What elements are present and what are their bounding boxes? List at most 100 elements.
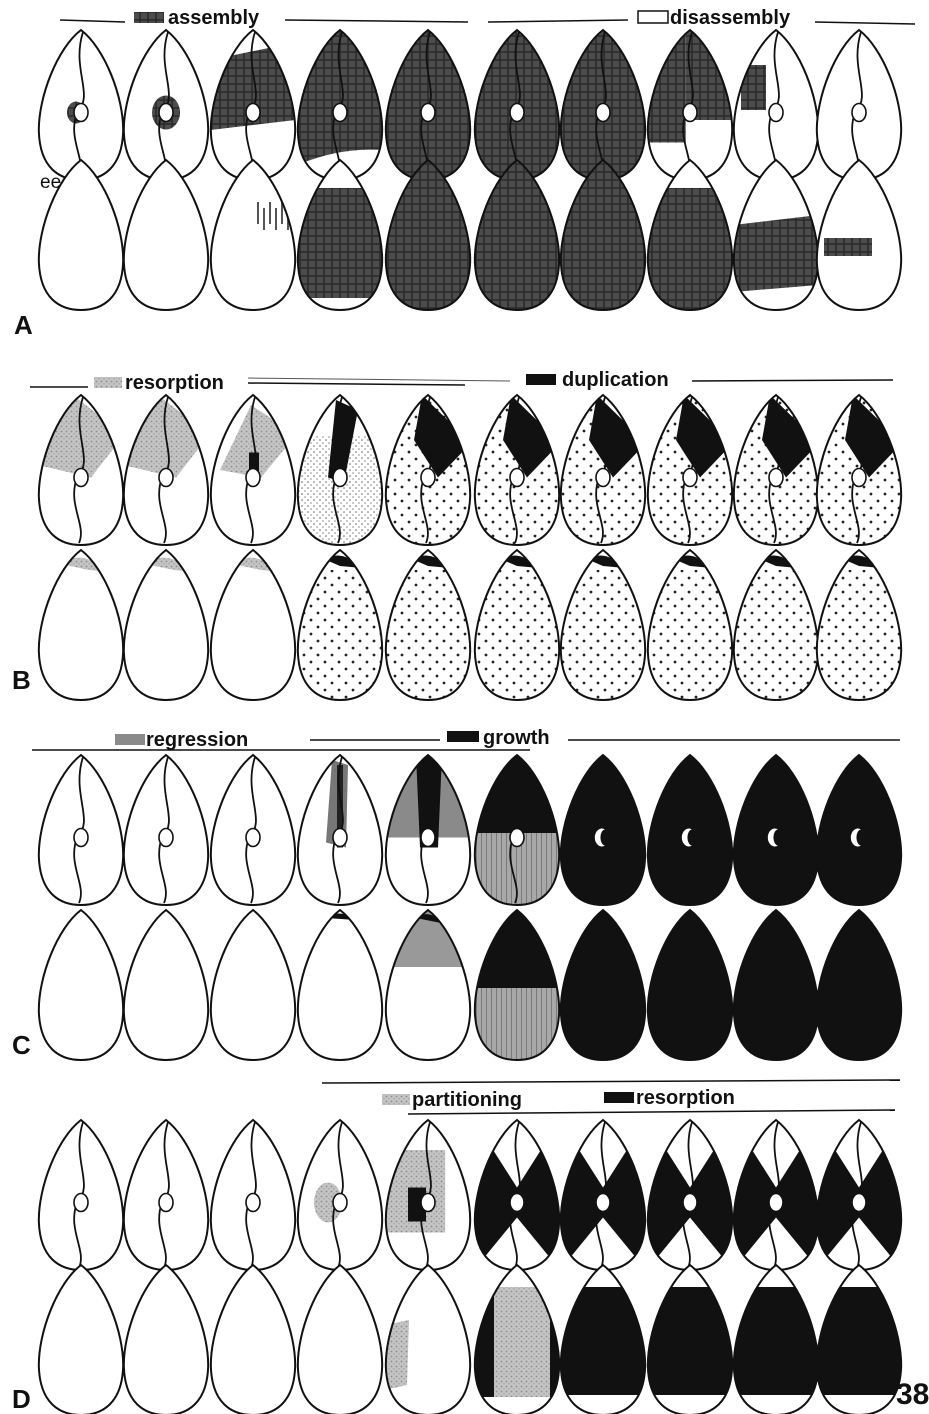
egg-cell — [38, 395, 124, 545]
egg-cell — [647, 1265, 733, 1414]
egg-cell — [211, 395, 296, 545]
panel-A-header: assembly disassembly — [60, 7, 915, 29]
egg-cell — [816, 395, 902, 545]
egg-cell — [733, 160, 819, 310]
egg-cell — [817, 160, 901, 310]
egg-cell — [385, 395, 471, 545]
egg-cell — [211, 1265, 295, 1414]
egg-cell — [816, 910, 902, 1060]
egg-cell — [385, 755, 471, 905]
egg-cell — [474, 160, 560, 310]
egg-cell — [474, 395, 560, 545]
egg-cell — [734, 30, 818, 180]
egg-cell — [211, 550, 295, 700]
egg-cell — [474, 1120, 560, 1270]
egg-cell — [560, 910, 646, 1060]
egg-cell — [123, 395, 209, 545]
egg-cell — [816, 550, 902, 720]
egg-cell — [39, 755, 123, 905]
egg-cell — [474, 550, 560, 720]
egg-cell — [39, 910, 123, 1060]
phase-label-regression: regression — [146, 729, 248, 751]
panel-letter-A: A — [14, 310, 33, 340]
cell-grid — [38, 30, 902, 1414]
egg-cell — [560, 550, 646, 720]
egg-cell — [39, 1120, 123, 1270]
regression-key-swatch — [115, 734, 145, 745]
disassembly-key-swatch — [638, 11, 668, 23]
egg-cell — [816, 1265, 902, 1414]
growth-key-swatch — [447, 731, 479, 742]
egg-cell — [647, 1120, 733, 1270]
egg-cell — [733, 755, 819, 905]
phase-label-duplication: duplication — [562, 369, 669, 391]
egg-cell — [124, 1120, 208, 1270]
resorption-key-swatch — [94, 377, 122, 388]
egg-cell — [733, 910, 819, 1060]
egg-cell — [211, 1120, 295, 1270]
egg-cell — [124, 550, 208, 700]
egg-cell — [817, 30, 901, 180]
egg-cell — [816, 755, 902, 905]
egg-cell — [385, 1120, 470, 1270]
phase-label-partitioning: partitioning — [412, 1089, 522, 1111]
egg-cell — [297, 395, 383, 545]
egg-cell — [647, 160, 733, 338]
egg-cell — [474, 1265, 560, 1414]
egg-cell — [124, 755, 208, 905]
egg-cell — [298, 910, 382, 1060]
panel-letter-B: B — [12, 665, 31, 695]
phase-label-growth: growth — [483, 727, 550, 749]
egg-cell — [647, 30, 733, 180]
resorption-d-key-swatch — [604, 1092, 634, 1103]
egg-cell — [647, 755, 733, 905]
egg-cell — [124, 1265, 208, 1414]
egg-cell — [124, 160, 208, 310]
egg-cell — [210, 30, 296, 180]
egg-cell — [474, 30, 560, 180]
panel-D-header: partitioning resorption — [322, 1080, 900, 1114]
egg-cell — [560, 395, 646, 545]
egg-cell — [385, 1265, 470, 1414]
panel-letter-D: D — [12, 1384, 31, 1414]
egg-cell — [297, 160, 383, 310]
egg-cell — [124, 30, 208, 180]
egg-cell — [385, 30, 471, 180]
egg-cell — [647, 395, 733, 545]
egg-cell — [385, 550, 471, 720]
egg-cell — [39, 550, 123, 700]
egg-cell — [560, 30, 646, 180]
egg-cell — [816, 1120, 902, 1270]
egg-cell — [474, 910, 560, 1060]
phase-label-assembly: assembly — [168, 7, 260, 29]
egg-cell — [733, 395, 819, 545]
egg-cell — [560, 755, 646, 905]
egg-cell — [647, 550, 733, 720]
panel-letter-C: C — [12, 1030, 31, 1060]
egg-cell — [647, 910, 733, 1060]
figure-number: 38 — [896, 1378, 929, 1411]
egg-cell — [560, 1265, 646, 1414]
panel-B-header: resorption duplication — [30, 369, 893, 394]
partitioning-key-swatch — [382, 1094, 410, 1105]
egg-cell — [298, 1265, 382, 1414]
egg-cell — [298, 755, 382, 905]
duplication-key-swatch — [526, 374, 556, 385]
egg-cell — [385, 910, 471, 1060]
egg-cell — [385, 160, 471, 310]
phase-label-resorption-d: resorption — [636, 1087, 735, 1109]
egg-cell — [297, 30, 383, 180]
egg-cell — [560, 160, 646, 310]
egg-cell — [124, 910, 208, 1060]
assembly-key-swatch — [134, 12, 164, 23]
egg-cell — [474, 755, 560, 905]
egg-cell — [39, 30, 123, 180]
egg-cell — [733, 1265, 819, 1414]
egg-cell — [211, 160, 295, 310]
egg-cell — [733, 1120, 819, 1270]
egg-cell — [211, 910, 295, 1060]
egg-cell — [560, 1120, 646, 1270]
egg-cell — [211, 755, 295, 905]
egg-cell — [733, 550, 819, 720]
